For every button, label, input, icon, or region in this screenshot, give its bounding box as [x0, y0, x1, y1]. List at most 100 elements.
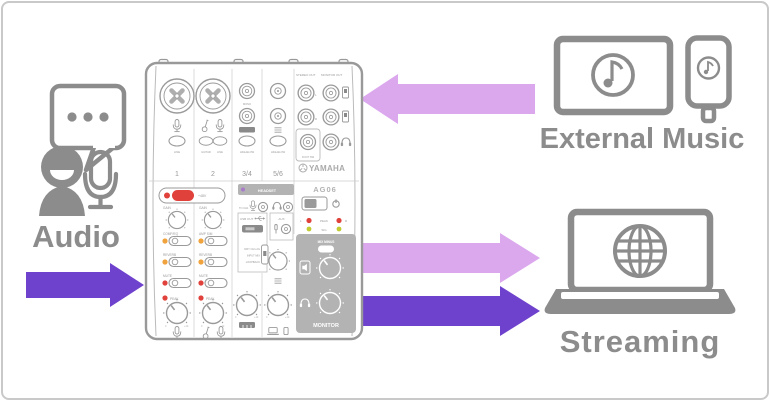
arrow-mixer-to-streaming-light	[358, 233, 540, 283]
headset-phones-jack	[282, 201, 294, 213]
ch1-scale-min: 0	[165, 325, 167, 328]
foot-sw-jack	[299, 133, 317, 151]
meter-peak-label: PEAK	[320, 219, 328, 223]
stereo-r-label: R	[315, 117, 317, 121]
audio-source-illustration	[39, 83, 127, 216]
yamaha-logo: YAMAHA	[298, 163, 345, 173]
music-note-icon	[603, 60, 624, 88]
ch2-reverb-toggle	[204, 256, 228, 268]
ch56-pad-label: HIGH&LOW	[271, 150, 286, 154]
ch56-scale-min: 0	[266, 316, 268, 319]
phantom-led	[164, 192, 170, 199]
mode-inputmix-label: INPUT MIX	[247, 254, 260, 258]
external-music-label: External Music	[539, 123, 745, 155]
foot-sw-label: FOOT SW	[302, 155, 315, 159]
ch1-reverb-label: REVERB	[163, 253, 176, 257]
usb-plug-stub	[700, 105, 717, 124]
laptop-deck	[561, 292, 719, 299]
monitor-out-switches	[342, 86, 349, 123]
phantom-power-switch: +48V	[158, 187, 226, 204]
ch2-gain-label: GAIN	[199, 206, 207, 210]
microphone-icon	[82, 149, 119, 210]
ch34-scale-min: 0	[235, 316, 237, 319]
to-pc-switch-knob	[263, 251, 267, 256]
stereo-out-label: STEREO OUT	[296, 73, 316, 77]
ch1-gain-label: GAIN	[163, 206, 171, 210]
ch2-ampsim-led	[198, 238, 204, 244]
stereo-l-label: L	[315, 93, 317, 97]
combo-jack-icon	[160, 79, 194, 113]
music-player-screen-icon	[553, 35, 674, 116]
arrow-streaming-light-shape	[358, 233, 540, 283]
ts-jack-icon	[238, 82, 256, 100]
usb-out-box: USB OUT DRY CH1-2G INPUT MIX LOOPBACK	[237, 212, 269, 273]
globe-icon	[613, 224, 667, 278]
ch1-comp-led	[162, 238, 168, 244]
ch34-pad-switch	[238, 135, 256, 147]
ch2-scale-min: 0	[201, 325, 203, 328]
stereo-out-jack-l	[297, 84, 315, 102]
ch2-ampsim-toggle	[204, 235, 228, 247]
ch1-comp-label: COMP/EQ	[163, 232, 179, 236]
mix-minus-toggle	[318, 245, 334, 253]
ch2-line-label: LINE	[217, 150, 223, 154]
ch2-reverb-led	[198, 259, 204, 265]
mixer-output-section: STEREO OUT MONITOR OUT L R FOOT SW	[295, 73, 356, 333]
mixer-channel-34: MONO HIGH&LOW 3/4 0 +10	[232, 82, 262, 328]
speech-dots	[67, 112, 109, 122]
ts-jack-icon	[238, 107, 256, 125]
stereo-out-jack-r	[297, 108, 315, 126]
ch2-guitar-label: GUITAR	[201, 150, 211, 154]
external-music-illustration	[553, 35, 732, 124]
headset-label: HEADSET	[258, 189, 277, 193]
meter-peak-led-r	[336, 217, 342, 224]
monitor-panel-label: MONITOR	[313, 323, 339, 329]
ch34-mono-label: MONO	[243, 102, 251, 106]
meter-r-label: R	[345, 219, 347, 223]
ch1-number: 1	[175, 171, 179, 178]
ch34-pad-label: HIGH&LOW	[240, 150, 255, 154]
monitor-out-jack-r	[322, 108, 340, 126]
arrow-external-music-shape	[360, 74, 535, 124]
ch56-pad-switch	[269, 135, 287, 147]
rca-jack-icon	[269, 107, 287, 125]
laptop-icon	[544, 208, 736, 314]
ch2-number: 2	[211, 171, 215, 178]
ch2-ampsim-label: AMP SIM	[199, 232, 213, 236]
monitor-panel: MIX MINUS MONITOR	[296, 234, 356, 333]
ch2-mute-label: MUTE	[199, 274, 208, 278]
ch1-mute-label: MUTE	[163, 274, 172, 278]
ch1-mute-led	[162, 280, 168, 286]
line-switch	[212, 136, 228, 146]
guitar-switch	[198, 136, 214, 146]
ch1-reverb-toggle	[168, 256, 192, 268]
ch34-scale-max: +10	[254, 316, 259, 319]
keyboard-icon	[239, 322, 255, 328]
audio-label: Audio	[32, 219, 120, 254]
speaker-chip	[299, 260, 311, 275]
phantom-toggle	[172, 190, 194, 201]
music-note-small-icon	[703, 60, 714, 75]
to-ch1-label: TO CH1	[239, 206, 249, 210]
usb-out-label: USB OUT	[240, 217, 254, 221]
ch34-level-chip	[239, 127, 255, 133]
mix-minus-label: MIX MINUS	[318, 240, 335, 244]
phantom-label: +48V	[198, 194, 207, 198]
headset-mic-jack	[257, 201, 269, 213]
ch1-peak-label: PEAK	[170, 297, 179, 301]
streaming-label: Streaming	[559, 324, 721, 359]
level-meter: L PEAK R SIG	[300, 217, 347, 232]
phones-jack	[322, 133, 340, 151]
ch2-mute-toggle	[204, 277, 228, 289]
ch1-reverb-led	[162, 259, 168, 265]
meter-l-label: L	[300, 219, 302, 223]
usb-connector-slot	[245, 227, 255, 231]
ch1-line-label: LINE	[174, 150, 180, 154]
line-switch	[168, 135, 186, 147]
combo-jack-icon	[196, 79, 230, 113]
arrow-audio-to-mixer	[26, 263, 144, 307]
ch1-mute-toggle	[168, 277, 192, 289]
monitor-out-jack-l	[322, 84, 340, 102]
ch1-peak-led	[162, 295, 168, 301]
